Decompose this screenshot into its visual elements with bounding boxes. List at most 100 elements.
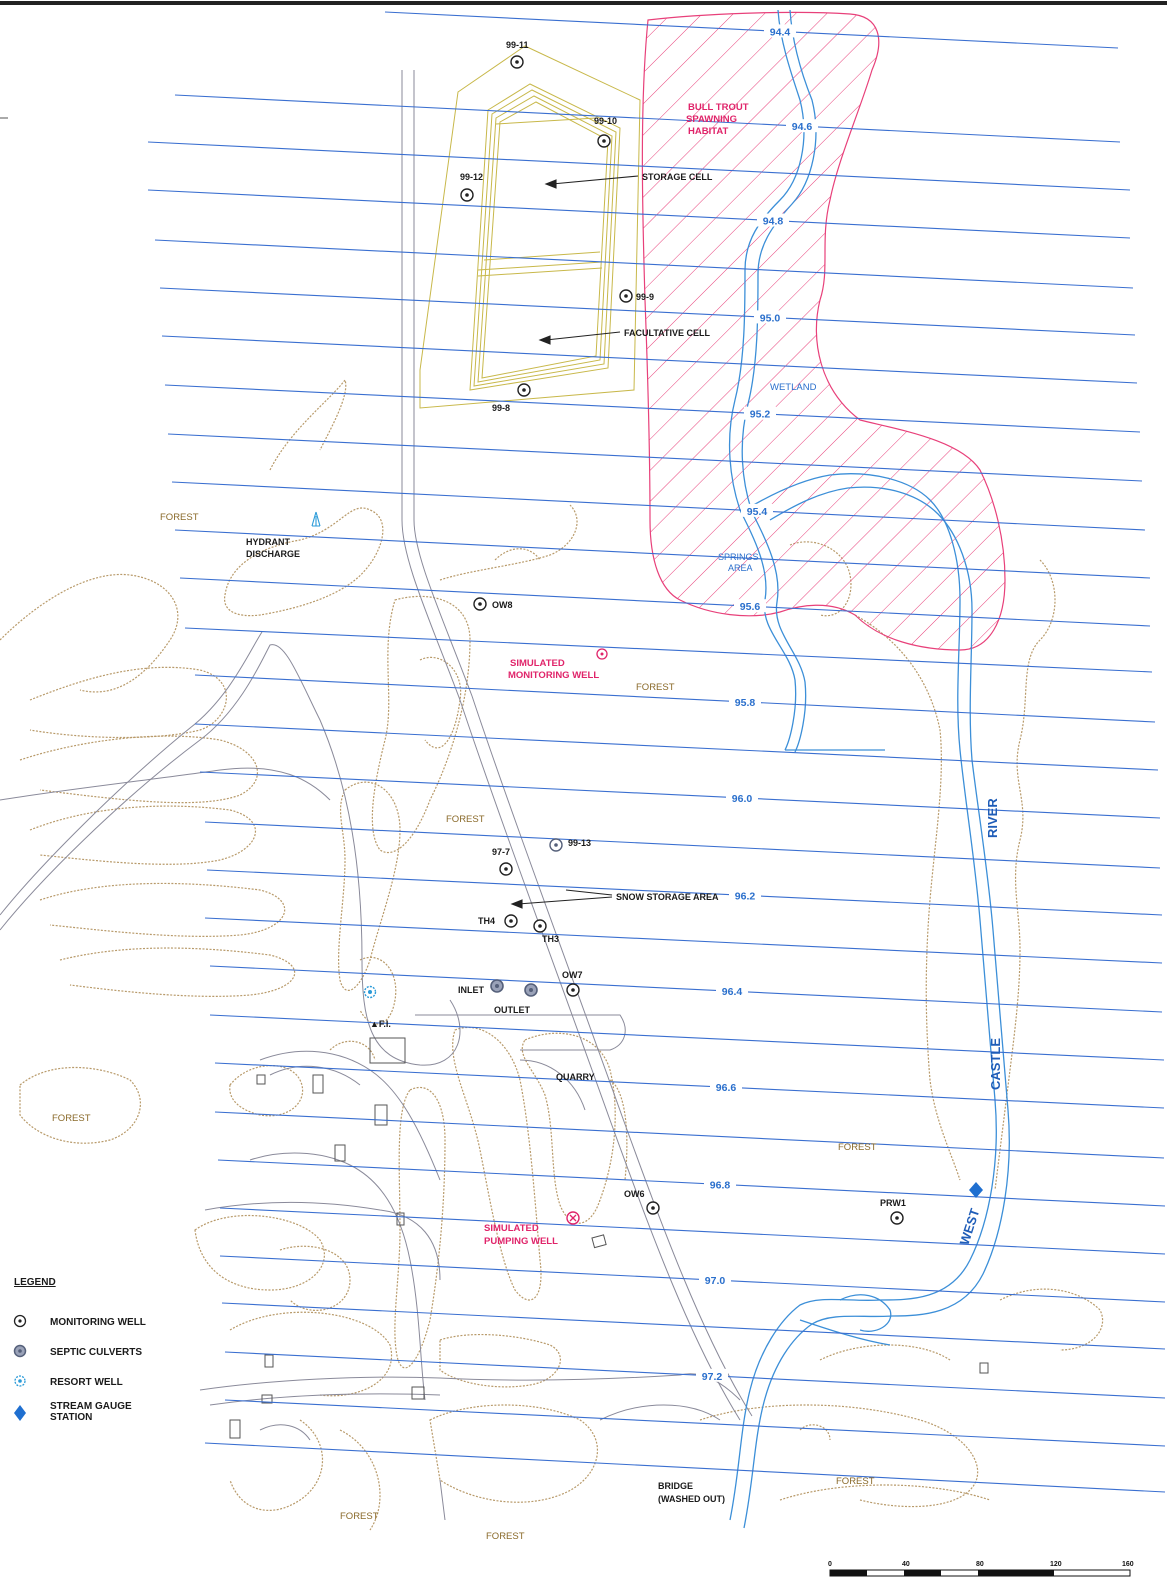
monitoring-well-ow8[interactable] bbox=[473, 597, 487, 611]
hydrant-discharge-icon bbox=[311, 511, 321, 527]
monitoring-well-ow6[interactable] bbox=[646, 1201, 660, 1215]
contour-line bbox=[221, 1302, 1166, 1350]
well-label-ow8: OW8 bbox=[492, 600, 513, 610]
contour-label: 95.0 bbox=[760, 312, 781, 324]
simulated-monitoring-well-marker[interactable] bbox=[596, 648, 608, 660]
septic-culvert-outlet[interactable] bbox=[524, 983, 538, 997]
legend: LEGEND MONITORING WELL SEPTIC CULVERTS R… bbox=[13, 1277, 146, 1423]
contour-label: 97.0 bbox=[705, 1275, 726, 1287]
contour-label: 96.4 bbox=[722, 986, 743, 998]
contour-line bbox=[164, 384, 1141, 433]
legend-label-stream-gauge-line2: STATION bbox=[50, 1412, 92, 1423]
contour-line bbox=[147, 189, 1131, 239]
wetland-label: WETLAND bbox=[770, 382, 817, 393]
monitoring-well-97-7[interactable] bbox=[499, 862, 513, 876]
legend-label-monitoring-well: MONITORING WELL bbox=[50, 1317, 146, 1328]
contour-label-background bbox=[744, 406, 776, 420]
contour-line bbox=[199, 771, 1161, 819]
scale-tick-40: 40 bbox=[902, 1561, 910, 1568]
contour-label-background bbox=[704, 1177, 736, 1191]
hydrant-discharge-label-line2: DISCHARGE bbox=[246, 549, 300, 559]
forest-label-5: FOREST bbox=[838, 1142, 877, 1153]
contour-line bbox=[219, 1255, 1166, 1303]
contour-label: 94.4 bbox=[770, 26, 791, 38]
forest-label-3: FOREST bbox=[446, 814, 485, 825]
scale-bar: 0 40 80 120 160 bbox=[828, 1561, 1134, 1577]
contour-line bbox=[174, 94, 1121, 143]
monitoring-well-99-11[interactable] bbox=[510, 55, 524, 69]
hydrant-discharge-label-line1: HYDRANT bbox=[246, 537, 291, 547]
contour-line bbox=[209, 965, 1163, 1013]
contour-line bbox=[171, 481, 1146, 531]
legend-item-resort-well: RESORT WELL bbox=[14, 1375, 123, 1388]
contour-line bbox=[224, 1399, 1166, 1447]
contour-line bbox=[184, 627, 1153, 673]
legend-item-monitoring-well: MONITORING WELL bbox=[13, 1314, 146, 1328]
springs-area-label-line1: SPRINGS bbox=[718, 552, 759, 562]
contour-label-background bbox=[716, 984, 748, 998]
contour-label-background bbox=[699, 1273, 731, 1287]
monitoring-well-99-12[interactable] bbox=[460, 188, 474, 202]
monitoring-well-99-8[interactable] bbox=[517, 383, 531, 397]
outlet-label: OUTLET bbox=[494, 1005, 530, 1015]
well-label-99-12: 99-12 bbox=[460, 172, 483, 182]
monitoring-well-th3[interactable] bbox=[533, 919, 547, 933]
simulated-pumping-label-line2: PUMPING WELL bbox=[484, 1236, 558, 1247]
forest-label-2: FOREST bbox=[636, 682, 675, 693]
legend-item-septic-culverts: SEPTIC CULVERTS bbox=[13, 1344, 142, 1358]
contour-label: 95.2 bbox=[750, 409, 771, 421]
well-label-prw1: PRW1 bbox=[880, 1198, 906, 1208]
resort-well-marker[interactable] bbox=[363, 985, 377, 999]
facultative-cell-label: FACULTATIVE CELL bbox=[624, 328, 710, 338]
contour-label: 95.8 bbox=[735, 697, 756, 709]
contour-label-background bbox=[741, 503, 773, 517]
contour-label: 96.2 bbox=[735, 890, 756, 902]
contour-line bbox=[147, 141, 1131, 191]
inlet-label: INLET bbox=[458, 985, 485, 995]
scale-tick-0: 0 bbox=[828, 1561, 832, 1568]
contour-line bbox=[214, 1111, 1165, 1159]
monitoring-well-ow7[interactable] bbox=[566, 983, 580, 997]
monitoring-well-99-13[interactable] bbox=[549, 838, 563, 852]
contour-label-background bbox=[786, 119, 818, 133]
monitoring-well-th4[interactable] bbox=[504, 914, 518, 928]
septic-culvert-inlet[interactable] bbox=[490, 979, 504, 993]
contour-label: 95.4 bbox=[747, 506, 768, 518]
simulated-monitoring-label-line1: SIMULATED bbox=[510, 658, 565, 669]
river-label-river: RIVER bbox=[985, 798, 1000, 838]
map-labels: 99-11 99-10 99-12 99-9 99-8 BULL TROUT S… bbox=[52, 40, 1003, 1542]
contour-label-background bbox=[757, 213, 789, 227]
monitoring-well-99-10[interactable] bbox=[597, 134, 611, 148]
stream-gauge-marker[interactable] bbox=[969, 1182, 983, 1198]
contour-label-background bbox=[764, 24, 796, 38]
lagoon-cells bbox=[419, 45, 641, 409]
contour-label-background bbox=[726, 790, 758, 804]
contour-line bbox=[194, 723, 1159, 771]
monitoring-well-prw1[interactable] bbox=[890, 1211, 904, 1225]
springs-area-label-line2: AREA bbox=[728, 563, 753, 573]
storage-cell-label: STORAGE CELL bbox=[642, 172, 713, 182]
quarry-label: QUARRY bbox=[556, 1072, 595, 1082]
legend-item-stream-gauge: STREAM GAUGE STATION bbox=[14, 1401, 132, 1423]
simulated-pumping-well-marker[interactable] bbox=[566, 1211, 580, 1225]
contour-line bbox=[204, 821, 1161, 869]
bridge-label-line1: BRIDGE bbox=[658, 1481, 693, 1491]
contour-line bbox=[206, 869, 1163, 916]
contour-line bbox=[194, 674, 1156, 723]
monitoring-well-99-9[interactable] bbox=[619, 289, 633, 303]
simulated-pumping-label-line1: SIMULATED bbox=[484, 1223, 539, 1234]
contour-line bbox=[214, 1062, 1165, 1109]
contour-label-background bbox=[696, 1368, 728, 1382]
forest-label-8: FOREST bbox=[486, 1531, 525, 1542]
well-label-ow6: OW6 bbox=[624, 1189, 645, 1199]
bull-trout-label-line3: HABITAT bbox=[688, 126, 728, 137]
contour-label-background bbox=[710, 1080, 742, 1094]
well-label-99-11: 99-11 bbox=[506, 40, 529, 50]
contour-line bbox=[167, 433, 1143, 482]
contour-line bbox=[209, 1014, 1165, 1061]
well-label-99-9: 99-9 bbox=[636, 292, 654, 302]
fi-label: ▲F.I. bbox=[370, 1019, 391, 1029]
bull-trout-label-line2: SPAWNING bbox=[686, 114, 737, 125]
west-castle-river bbox=[728, 9, 1010, 1529]
